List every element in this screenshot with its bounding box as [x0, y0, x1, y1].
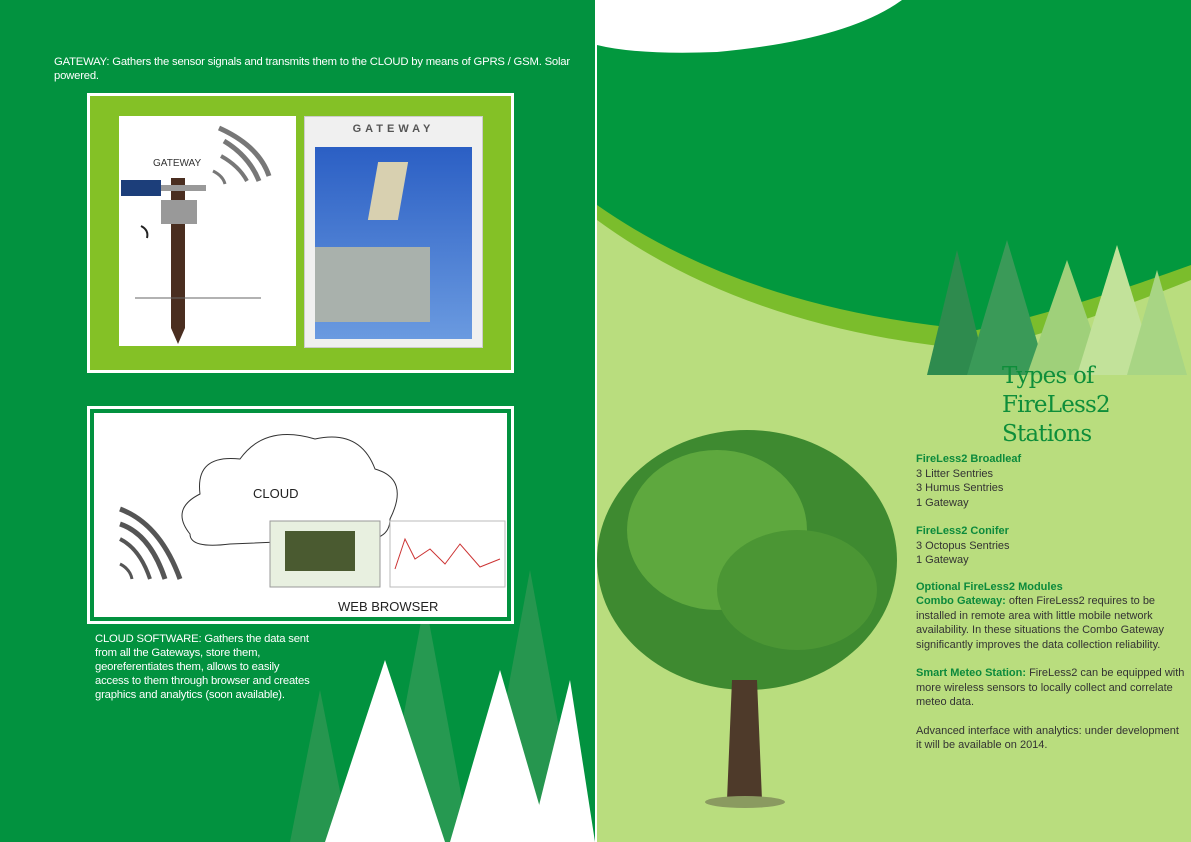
list-item: 1 Gateway: [916, 554, 969, 566]
list-item: 3 Litter Sentries: [916, 467, 994, 480]
background-trees: [290, 570, 595, 842]
gateway-photo-label: GATEWAY: [352, 123, 435, 135]
smart-meteo-text: FireLess2 can be equipped with more wire…: [916, 667, 1185, 708]
list-item: 3 Humus Sentries: [916, 482, 1004, 494]
smart-meteo-paragraph: Smart Meteo Station: FireLess2 can be eq…: [916, 666, 1186, 710]
gateway-photo-card: GATEWAY: [304, 116, 483, 348]
smart-meteo-label: Smart Meteo Station:: [916, 667, 1027, 679]
list-item: 1 Gateway: [916, 496, 969, 509]
conifer-trees-illustration: [927, 240, 1187, 375]
gateway-photo: [315, 147, 472, 339]
gateway-diagram: GATEWAY: [119, 116, 296, 346]
title-line-1: Types of: [1002, 363, 1095, 389]
left-page: GATEWAY: Gathers the sensor signals and …: [0, 0, 595, 842]
optional-modules-heading: Optional FireLess2 Modules: [916, 580, 1063, 593]
cloud-diagram: [119, 434, 506, 588]
advanced-interface-note: Advanced interface with analytics: under…: [916, 724, 1179, 752]
cloud-figure: CLOUD WEB BROWSER: [87, 406, 514, 624]
title-line-2: FireLess2 Stations: [1002, 392, 1111, 447]
cloud-caption: CLOUD SOFTWARE: Gathers the data sent fr…: [95, 633, 310, 701]
broadleaf-heading: FireLess2 Broadleaf: [916, 453, 1022, 465]
combo-gateway-paragraph: Combo Gateway: often FireLess2 requires …: [916, 594, 1186, 652]
gateway-diagram-label: GATEWAY: [153, 158, 202, 169]
gateway-figure: GATEWAY GATEWAY: [87, 93, 514, 373]
gateway-pole-icon: [121, 125, 272, 344]
broadleaf-tree-illustration: [597, 430, 897, 808]
combo-gateway-text: often FireLess2 requires to be installed…: [916, 595, 1165, 651]
cloud-label: CLOUD: [253, 486, 299, 501]
page-background-swoosh: [597, 0, 1191, 350]
gateway-caption: GATEWAY: Gathers the sensor signals and …: [54, 56, 570, 82]
web-browser-label: WEB BROWSER: [338, 599, 439, 614]
conifer-heading: FireLess2 Conifer: [916, 525, 1009, 537]
station-types: FireLess2 Broadleaf 3 Litter Sentries 3 …: [916, 452, 1186, 753]
list-item: 3 Octopus Sentries: [916, 539, 1010, 552]
combo-gateway-label: Combo Gateway:: [916, 595, 1006, 607]
right-page: Types of FireLess2 Stations FireLess2 Br…: [597, 0, 1191, 842]
